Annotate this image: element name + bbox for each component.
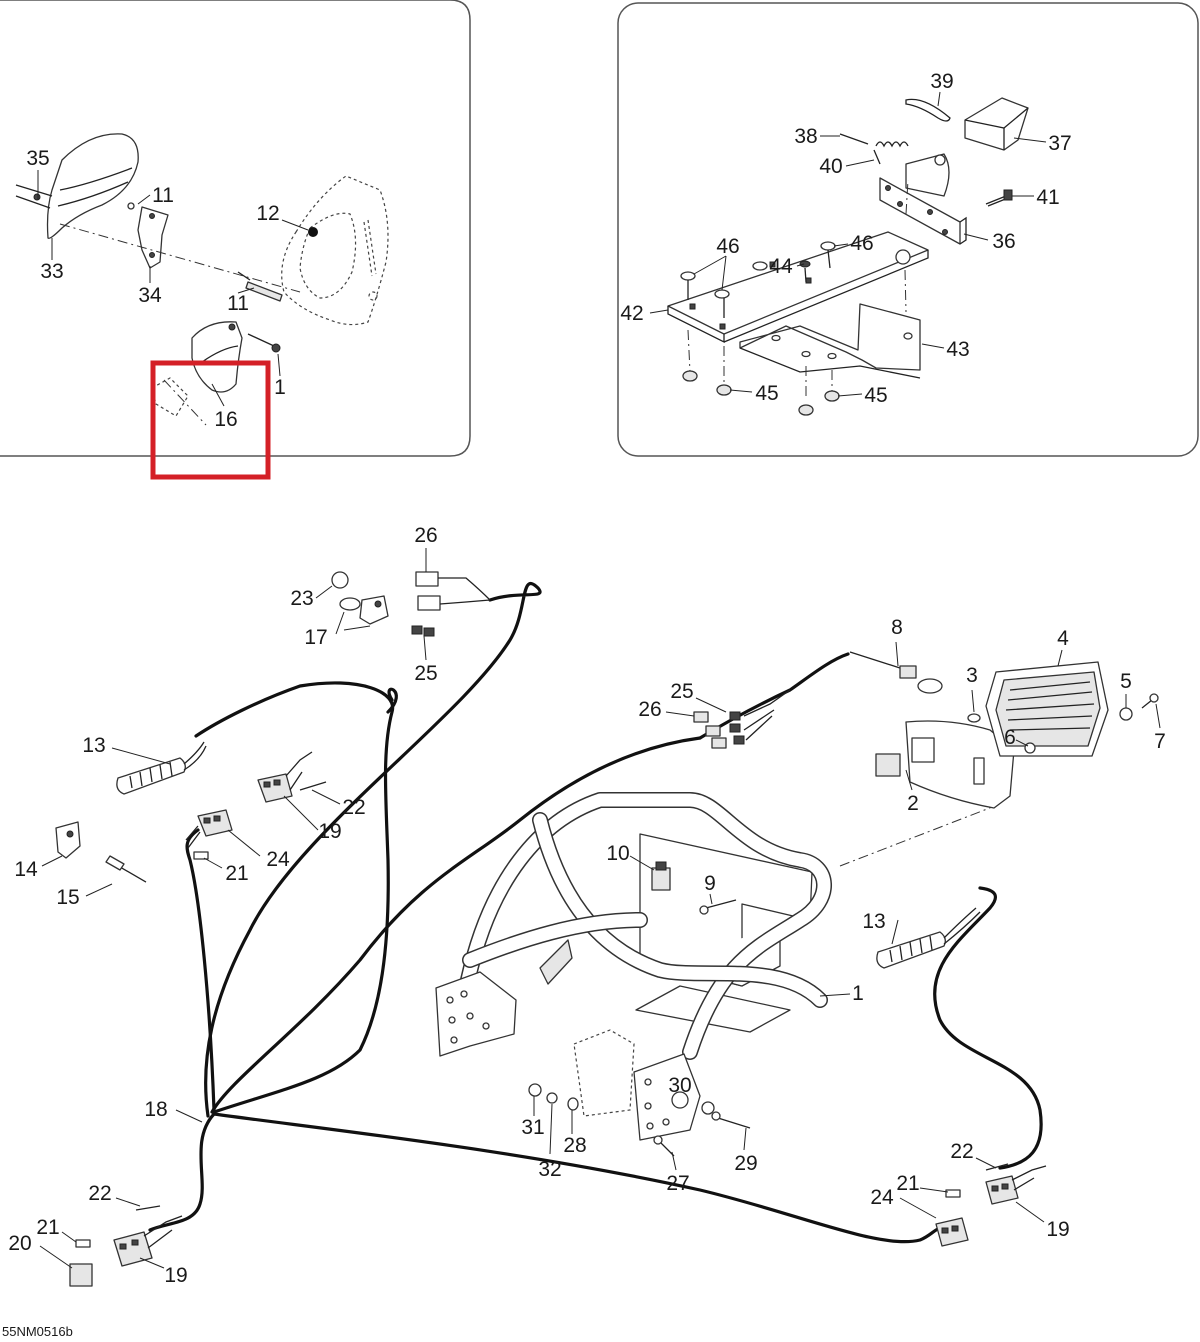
callout-46b: 46 — [716, 235, 739, 258]
callout-45b: 45 — [864, 384, 887, 407]
sleeve-13-left — [116, 741, 207, 795]
highlight-box — [150, 360, 271, 480]
taillight — [875, 661, 1159, 809]
callout-41: 41 — [1036, 186, 1059, 209]
callout-30: 30 — [668, 1074, 691, 1097]
sleeve-13-right — [876, 907, 981, 969]
callout-25b: 25 — [670, 680, 693, 703]
callout-33: 33 — [40, 260, 63, 283]
callout-44: 44 — [769, 255, 793, 278]
callout-11a: 11 — [152, 184, 174, 207]
callout-6: 6 — [1004, 726, 1016, 749]
connector-19-lower-right — [985, 1175, 1019, 1205]
callout-35: 35 — [26, 147, 49, 170]
callout-43: 43 — [946, 338, 969, 361]
callout-46a: 46 — [850, 232, 873, 255]
callout-2: 2 — [907, 792, 919, 815]
callout-32: 32 — [538, 1158, 561, 1181]
callout-20: 20 — [8, 1232, 31, 1255]
callout-11b: 11 — [227, 292, 249, 315]
callout-34: 34 — [138, 284, 162, 307]
callout-13b: 13 — [862, 910, 885, 933]
callout-40: 40 — [819, 155, 842, 178]
callout-24b: 24 — [870, 1186, 894, 1209]
diagram-code: 55NM0516b — [2, 1324, 73, 1339]
mirror-assembly — [15, 133, 139, 239]
callout-19b: 19 — [164, 1264, 187, 1287]
callout-24a: 24 — [266, 848, 290, 871]
callout-21a: 21 — [225, 862, 248, 885]
cover-part-16 — [151, 321, 243, 426]
support-bracket-43 — [739, 303, 921, 371]
callout-8: 8 — [891, 616, 903, 639]
callout-27: 27 — [666, 1172, 689, 1195]
callout-12: 12 — [256, 202, 279, 225]
callout-13a: 13 — [82, 734, 105, 757]
callout-26b: 26 — [638, 698, 661, 721]
callout-7: 7 — [1154, 730, 1166, 753]
callout-17: 17 — [304, 626, 327, 649]
callout-3: 3 — [966, 664, 978, 687]
callout-42: 42 — [620, 302, 643, 325]
connector-24-lower-right — [935, 1217, 969, 1247]
callout-22c: 22 — [950, 1140, 973, 1163]
callout-22b: 22 — [88, 1182, 111, 1205]
top-right-panel: 39 37 38 40 41 36 46 46 44 42 43 45 45 — [617, 2, 1199, 457]
callout-1b: 1 — [852, 982, 864, 1005]
callout-25a: 25 — [414, 662, 437, 685]
callout-21c: 21 — [896, 1172, 919, 1195]
cover-37 — [964, 97, 1029, 151]
callout-31: 31 — [521, 1116, 544, 1139]
callout-39: 39 — [930, 70, 953, 93]
callout-16: 16 — [214, 408, 237, 431]
connector-19-lower-left — [113, 1231, 153, 1267]
callout-18: 18 — [144, 1098, 167, 1121]
callout-37: 37 — [1048, 132, 1071, 155]
callout-5: 5 — [1120, 670, 1132, 693]
callout-9: 9 — [704, 872, 716, 895]
callout-29: 29 — [734, 1152, 757, 1175]
callout-1a: 1 — [274, 376, 286, 399]
callout-15: 15 — [56, 886, 79, 909]
rear-rack-frame — [435, 792, 1001, 1141]
fender-ghost — [281, 175, 389, 326]
main-harness-wire — [204, 581, 542, 1118]
callout-14: 14 — [14, 858, 38, 881]
callout-26a: 26 — [414, 524, 437, 547]
callout-21b: 21 — [36, 1216, 59, 1239]
callout-22a: 22 — [342, 796, 365, 819]
callout-38: 38 — [794, 125, 817, 148]
callout-19c: 19 — [1046, 1218, 1069, 1241]
callout-19a: 19 — [318, 820, 341, 843]
top-left-panel: 35 33 11 34 12 11 1 16 — [0, 0, 471, 457]
callout-45a: 45 — [755, 382, 778, 405]
callout-28: 28 — [563, 1134, 586, 1157]
bottom-assembly: 26 23 17 25 8 4 3 5 7 6 2 25 26 13 10 9 … — [8, 524, 1166, 1287]
callout-36: 36 — [992, 230, 1015, 253]
callout-4: 4 — [1057, 627, 1069, 650]
callout-23: 23 — [290, 587, 313, 610]
callout-10: 10 — [606, 842, 629, 865]
